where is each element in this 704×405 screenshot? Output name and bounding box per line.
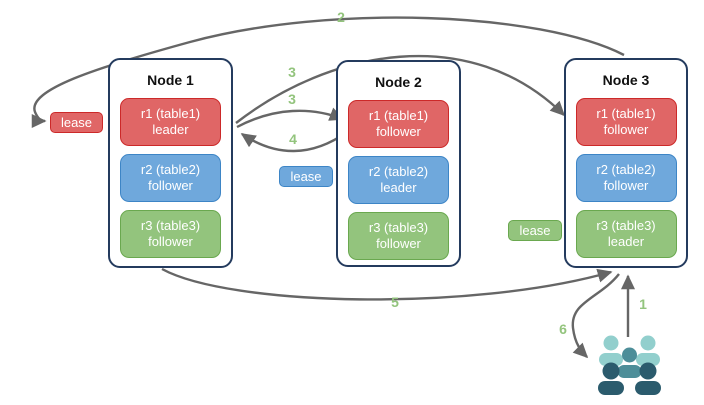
arrow-step-3-to-node2 — [236, 107, 345, 129]
replica-label: r3 (table3) — [140, 217, 201, 233]
step-label-5: 5 — [391, 294, 399, 310]
replica-role: follower — [603, 178, 649, 193]
replica-label: r3 (table3) — [596, 217, 656, 233]
node-3-replica-r2: r2 (table2) follower — [575, 154, 677, 202]
lease-badge-green: lease — [508, 220, 562, 241]
replica-role: leader — [152, 122, 189, 137]
users-icon — [598, 335, 661, 395]
replica-role: follower — [148, 178, 193, 193]
replica-role: follower — [376, 124, 421, 139]
replica-label: r2 (table2) — [596, 161, 656, 177]
node-1: Node 1 r1 (table1) leader r2 (table2) fo… — [108, 58, 233, 268]
node-3-replica-r3: r3 (table3) leader — [575, 210, 677, 258]
replica-label: r2 (table2) — [368, 163, 429, 179]
replica-label: r3 (table3) — [368, 219, 429, 235]
arrow-step-5 — [161, 267, 613, 301]
step-label-2: 2 — [337, 9, 345, 25]
step-label-4: 4 — [289, 131, 297, 147]
replica-label: r2 (table2) — [140, 161, 201, 177]
step-label-6: 6 — [559, 321, 567, 337]
node-2: Node 2 r1 (table1) follower r2 (table2) … — [336, 60, 461, 267]
step-label-1: 1 — [639, 296, 647, 312]
node-3-title: Node 3 — [602, 72, 650, 88]
node-2-replica-r3: r3 (table3) follower — [348, 212, 449, 260]
node-1-replica-r1: r1 (table1) leader — [120, 98, 221, 146]
node-3: Node 3 r1 (table1) follower r2 (table2) … — [564, 58, 688, 268]
lease-badge-blue: lease — [279, 166, 333, 187]
replica-role: follower — [148, 234, 193, 249]
replica-role: follower — [376, 236, 421, 251]
lease-badge-red: lease — [50, 112, 103, 133]
replica-role: leader — [380, 180, 417, 195]
node-2-replica-r2: r2 (table2) leader — [348, 156, 449, 204]
replica-role: follower — [603, 122, 649, 137]
node-2-replica-r1: r1 (table1) follower — [348, 100, 449, 148]
node-1-replica-r3: r3 (table3) follower — [120, 210, 221, 258]
node-1-title: Node 1 — [147, 72, 194, 88]
node-2-title: Node 2 — [375, 74, 422, 90]
replica-label: r1 (table1) — [368, 107, 429, 123]
step-label-3b: 3 — [288, 91, 296, 107]
replica-role: leader — [607, 234, 645, 249]
node-3-replica-r1: r1 (table1) follower — [575, 98, 677, 146]
step-label-3a: 3 — [288, 64, 296, 80]
replica-label: r1 (table1) — [140, 105, 201, 121]
node-1-replica-r2: r2 (table2) follower — [120, 154, 221, 202]
replica-label: r1 (table1) — [596, 105, 656, 121]
